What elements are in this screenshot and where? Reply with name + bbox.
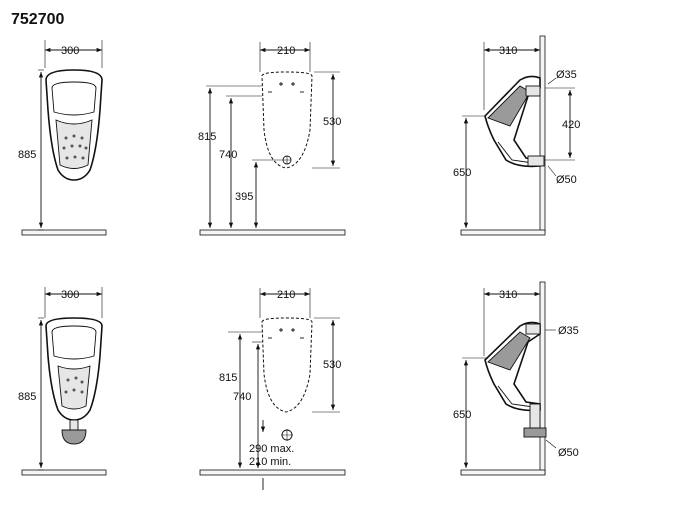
dim-depth: 310 [499, 289, 517, 301]
floor-line [21, 469, 107, 476]
floor-line [460, 469, 546, 476]
urinal-outline-dashed [261, 317, 313, 413]
dim-width: 210 [277, 45, 295, 57]
urinal-bowl [55, 119, 93, 169]
inlet-fitting [525, 85, 541, 97]
urinal-rim [51, 325, 97, 360]
dim-height: 650 [453, 167, 471, 179]
dim-width: 210 [277, 289, 295, 301]
urinal-outline [45, 69, 103, 181]
dim-inlet-dia: Ø35 [558, 325, 579, 337]
floor-line [21, 229, 107, 236]
dim-height: 885 [18, 391, 36, 403]
dim-inlet: 740 [233, 391, 251, 403]
dim-body: 530 [323, 359, 341, 371]
outlet-fitting [527, 155, 545, 167]
siphon-trap [61, 429, 87, 445]
inlet-fitting [525, 323, 541, 335]
siphon-pipe [529, 403, 541, 429]
dim-width: 300 [61, 45, 79, 57]
urinal-bowl [57, 365, 91, 410]
wall [539, 281, 546, 475]
dim-inlet: 740 [219, 149, 237, 161]
dim-height: 885 [18, 149, 36, 161]
bottom-front-view: 300 885 [18, 287, 107, 476]
dim-height: 650 [453, 409, 471, 421]
model-number: 752700 [11, 11, 64, 28]
floor-line [199, 469, 346, 476]
siphon-trap [523, 427, 547, 438]
top-rear-view: 210 815 740 395 530 [198, 42, 346, 236]
dim-body: 530 [323, 116, 341, 128]
dim-outlet: 395 [235, 191, 253, 203]
dim-inlet-dia: Ø35 [556, 69, 577, 81]
dim-outlet-dia: Ø50 [556, 174, 577, 186]
dim-range-min: 210 min. [249, 456, 291, 468]
urinal-rim [51, 81, 97, 116]
floor-line [460, 229, 546, 236]
dim-overall: 815 [198, 131, 216, 143]
urinal-outline [45, 317, 103, 421]
urinal-profile-shade [487, 331, 531, 371]
dim-spacing: 420 [562, 119, 580, 131]
top-side-view: 310 420 Ø35 Ø50 650 [453, 35, 580, 236]
top-front-view: 300 885 [18, 40, 107, 236]
urinal-outline-dashed [261, 71, 313, 169]
floor-line [199, 229, 346, 236]
dim-outlet-dia: Ø50 [558, 447, 579, 459]
bottom-rear-view: 210 815 740 290 max. 210 min. 530 [199, 288, 346, 490]
bottom-side-view: 310 Ø35 Ø50 650 [453, 281, 579, 476]
dim-overall: 815 [219, 372, 237, 384]
wall [539, 35, 546, 233]
dim-range-max: 290 max. [249, 443, 294, 455]
siphon-pipe [69, 419, 79, 431]
dim-depth: 310 [499, 45, 517, 57]
dim-width: 300 [61, 289, 79, 301]
